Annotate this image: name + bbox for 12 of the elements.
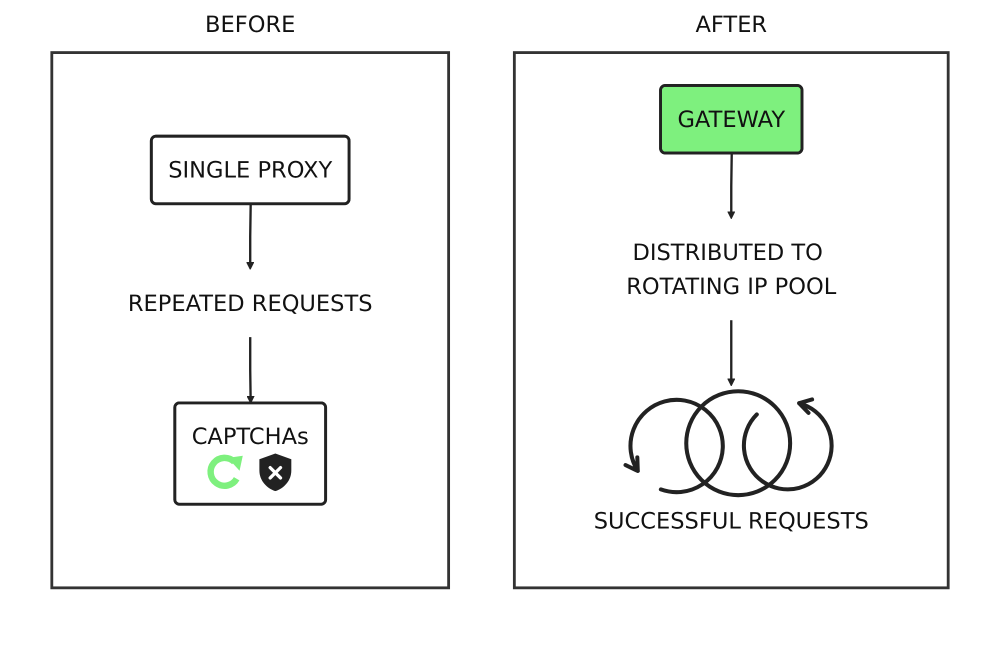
arrow — [727, 320, 736, 386]
node-label: SUCCESSFUL REQUESTS — [594, 508, 869, 534]
arrow — [727, 154, 736, 220]
arrow — [246, 337, 255, 404]
node-text: DISTRIBUTED TO ROTATING IP POOL — [626, 239, 836, 300]
node-label: BEFORE — [205, 11, 296, 38]
node-label: AFTER — [695, 11, 768, 38]
cluster — [512, 51, 950, 590]
interlocking-loops-picture — [624, 389, 834, 498]
node-text: REPEATED REQUESTS — [128, 290, 373, 316]
cluster — [50, 51, 450, 590]
arrow — [246, 204, 254, 270]
